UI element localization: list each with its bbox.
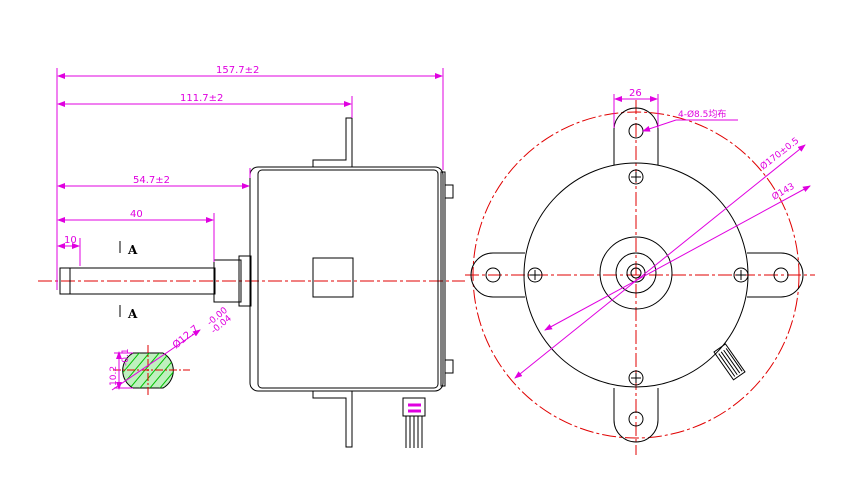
mount-hole-left xyxy=(485,267,501,283)
shaft-boss xyxy=(238,255,252,307)
dim-body-length: 54.7±2 xyxy=(133,175,170,186)
body-inner-line xyxy=(257,169,439,389)
screw-left xyxy=(527,267,543,283)
mount-bracket-bottom xyxy=(312,391,353,448)
mount-bracket-top xyxy=(312,117,353,167)
mount-tab-left xyxy=(470,252,525,298)
section-a-a: 10.2 -0.1 Ø12.7 -0.00 -0.04 xyxy=(109,305,234,396)
dim-flat-tol: -0.1 xyxy=(121,348,131,366)
dim-body-diameter: Ø143 xyxy=(770,181,797,203)
lead-wires xyxy=(402,397,426,448)
leader-body-dia xyxy=(544,185,811,331)
section-label-top: A xyxy=(127,243,138,257)
screw-top xyxy=(628,169,644,185)
dim-line-shaft-dia xyxy=(111,329,201,391)
dim-shaft-tip: 10 xyxy=(64,235,77,246)
cable-outlet xyxy=(713,343,746,381)
dim-shaft-diameter: Ø12.7 xyxy=(170,323,201,352)
dim-flat-height: 10.2 xyxy=(109,366,119,386)
screw-right xyxy=(733,267,749,283)
section-label-bottom: A xyxy=(127,307,138,321)
rear-plate xyxy=(440,171,446,387)
shaft-collar xyxy=(213,259,242,303)
mount-tab-top xyxy=(613,107,659,165)
rear-screw-top xyxy=(444,184,454,199)
dim-overall-length: 157.7±2 xyxy=(216,65,259,76)
leader-bolt-circle xyxy=(514,144,806,379)
terminal-box xyxy=(312,257,354,298)
dim-hole-spec: 4-Ø8.5均布 xyxy=(678,108,726,120)
leader-hole-spec xyxy=(642,119,677,132)
motor-body xyxy=(249,166,444,392)
shaft xyxy=(59,267,216,295)
side-view: A A 157.7±2 111.7±2 54.7±2 40 10 xyxy=(38,65,465,448)
mount-hole-bottom xyxy=(628,411,644,427)
screw-bottom xyxy=(628,370,644,386)
rear-screw-bottom xyxy=(444,359,454,374)
front-view: 26 4-Ø8.5均布 Ø170±0.5 Ø143 xyxy=(465,88,815,455)
dim-mount-length: 111.7±2 xyxy=(180,93,223,104)
dim-shaft-length: 40 xyxy=(130,209,143,220)
dim-tab-width: 26 xyxy=(629,88,642,99)
mount-tab-bottom xyxy=(613,388,659,443)
